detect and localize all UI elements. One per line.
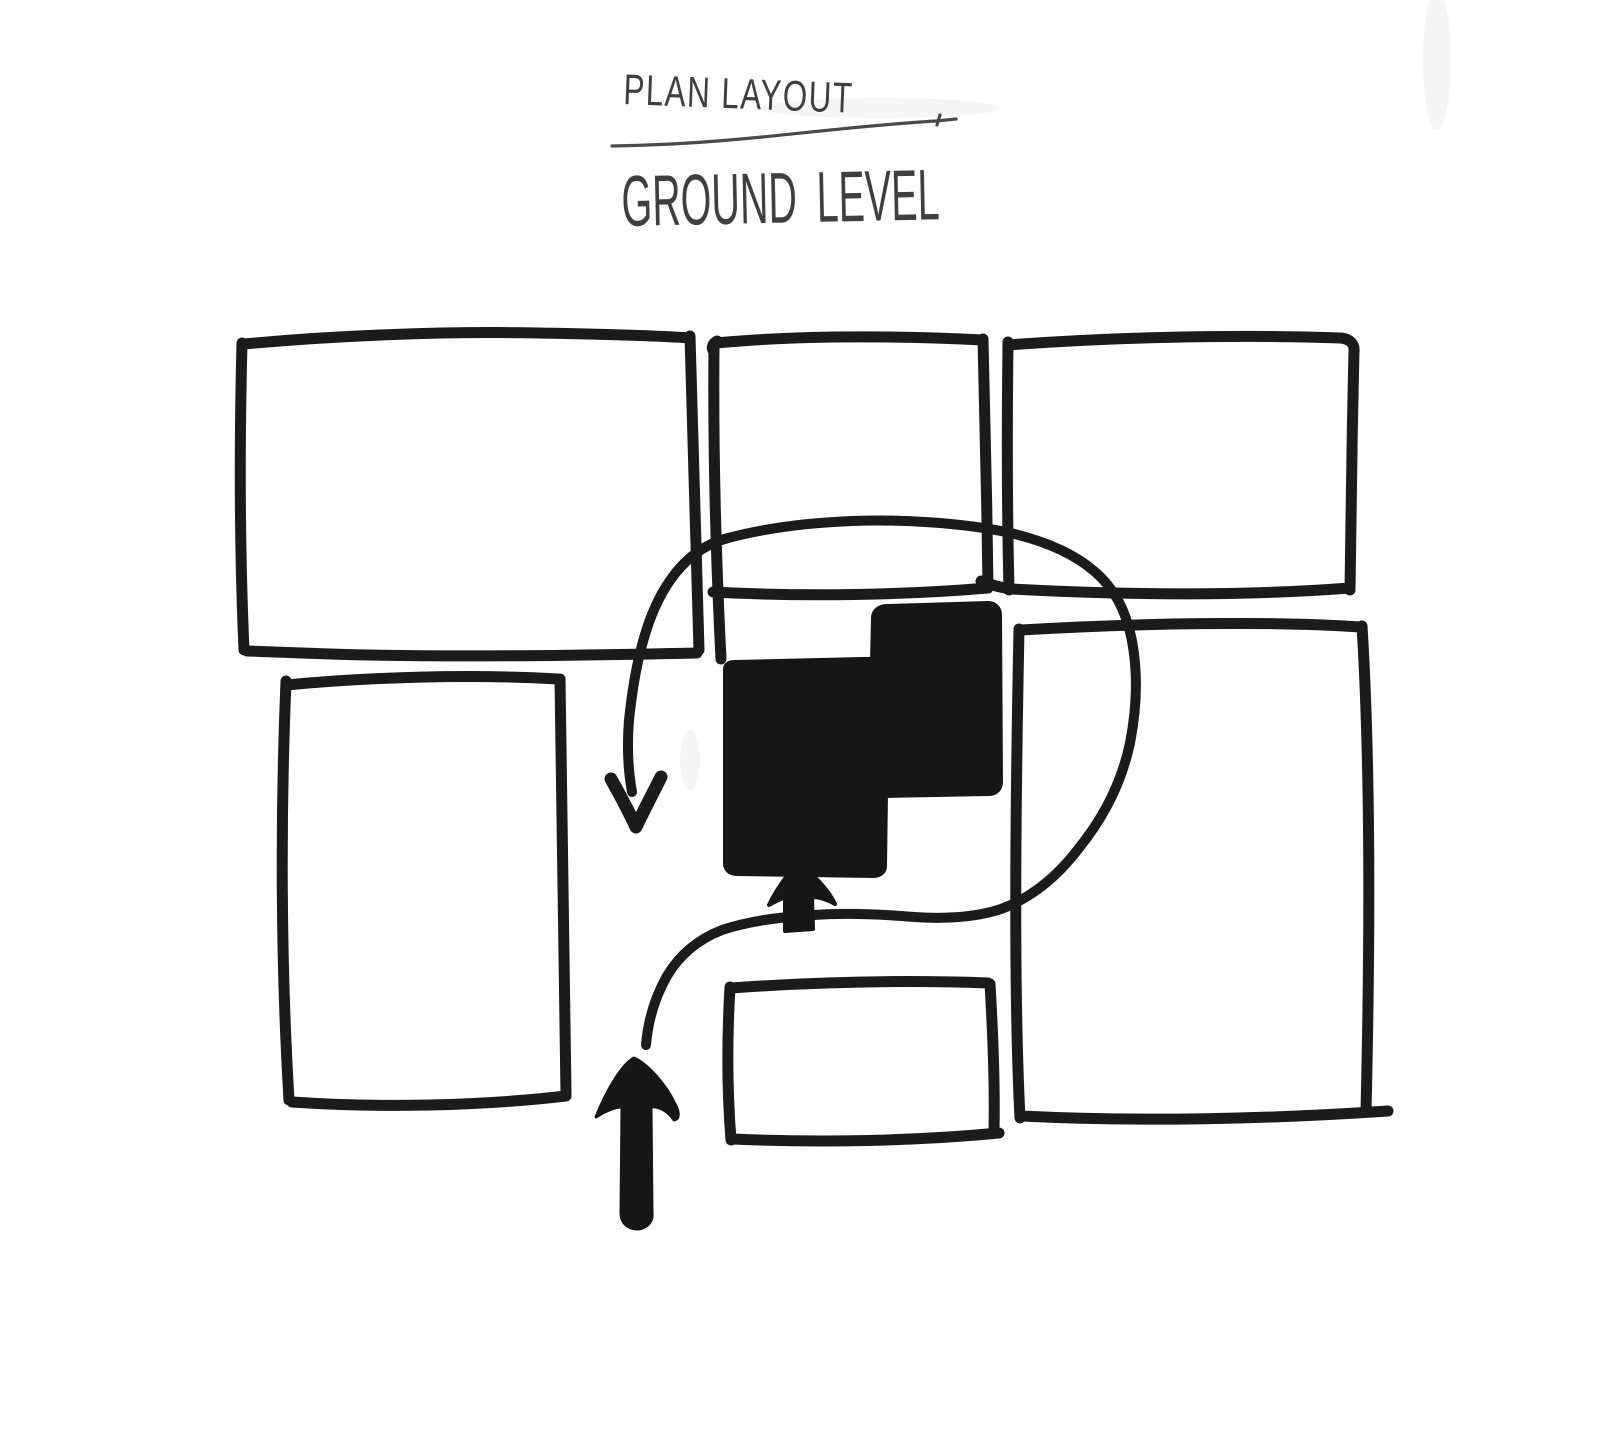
title-underline	[610, 113, 958, 148]
plan-sketch	[234, 327, 1394, 1147]
block-top-left	[234, 327, 705, 662]
block-top-center	[706, 331, 994, 665]
arrow-into-building-icon	[767, 861, 837, 933]
block-top-right	[975, 330, 1360, 600]
loop-down-arrow-icon	[604, 770, 668, 834]
scan-smudges	[680, 0, 1451, 790]
block-bottom-right	[1010, 617, 1394, 1125]
block-middle-left	[276, 671, 572, 1111]
page-subtitle: GROUND LEVEL	[621, 155, 941, 242]
title-block: PLAN LAYOUT GROUND LEVEL	[610, 66, 958, 242]
entry-arrow-icon	[594, 1056, 680, 1231]
block-bottom-center	[722, 976, 1005, 1147]
page-title: PLAN LAYOUT	[623, 66, 855, 123]
